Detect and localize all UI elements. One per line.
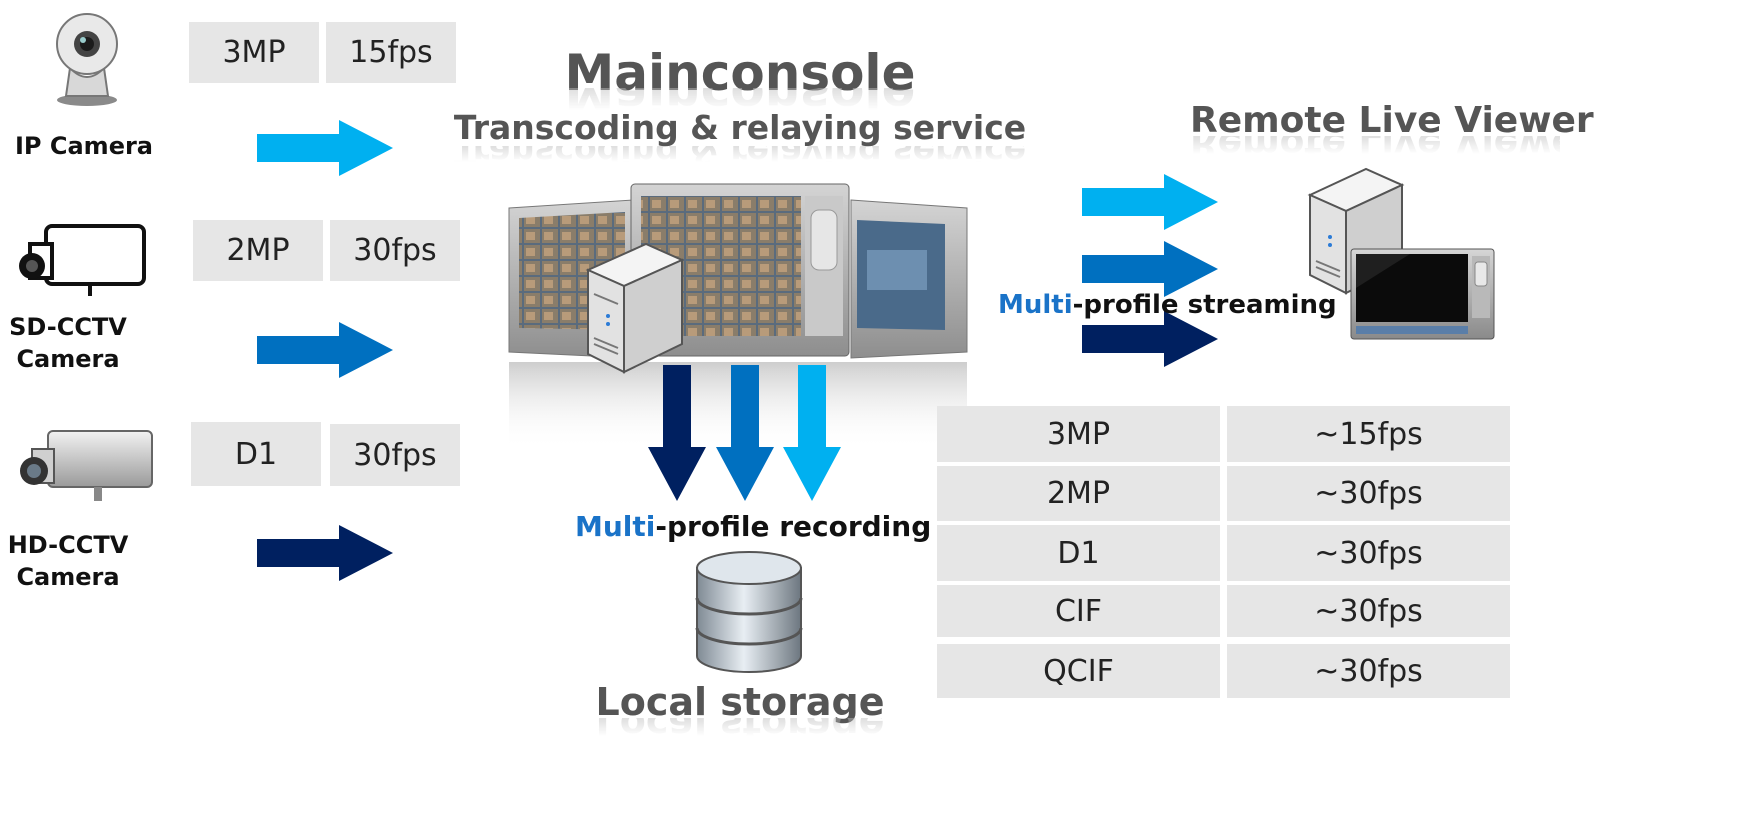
hd-cctv-camera-icon [20, 430, 153, 501]
ip-camera-resolution: 3MP [189, 22, 319, 83]
profile-fps-qcif: ~30fps [1227, 644, 1510, 698]
recording-caption-highlight: Multi [575, 510, 656, 543]
hd-cctv-arrow [257, 525, 393, 581]
streaming-caption-rest: -profile streaming [1072, 290, 1337, 320]
ip-camera-fps: 15fps [326, 22, 456, 83]
remote-viewer-monitor-icon [1350, 248, 1495, 340]
streaming-arrow-dark [1082, 311, 1218, 367]
profile-fps-d1: ~30fps [1227, 525, 1510, 581]
profile-fps-2mp: ~30fps [1227, 466, 1510, 521]
streaming-caption-highlight: Multi [998, 290, 1073, 320]
recording-caption: Multi-profile recording [575, 510, 931, 543]
profile-resolution-d1: D1 [937, 525, 1220, 581]
profile-resolution-cif: CIF [937, 585, 1220, 637]
profile-fps-3mp: ~15fps [1227, 406, 1510, 462]
ip-camera-label: IP Camera [15, 132, 153, 160]
mainconsole-title: Mainconsole [564, 44, 916, 102]
streaming-arrow-mid [1082, 241, 1218, 297]
recording-arrow-dark [648, 365, 706, 501]
sd-cctv-fps: 30fps [330, 220, 460, 281]
sd-cctv-resolution: 2MP [193, 220, 323, 281]
profile-resolution-qcif: QCIF [937, 644, 1220, 698]
sd-cctv-arrow [257, 322, 393, 378]
recording-caption-rest: -profile recording [655, 510, 932, 543]
remote-viewer-title: Remote Live Viewer [1190, 100, 1594, 141]
ip-camera-icon [56, 13, 118, 106]
profile-resolution-3mp: 3MP [937, 406, 1220, 462]
recording-arrow-mid [716, 365, 774, 501]
hd-cctv-camera-label: HD-CCTV Camera [7, 531, 129, 591]
profile-resolution-2mp: 2MP [937, 466, 1220, 521]
hd-cctv-resolution: D1 [191, 422, 321, 486]
profile-fps-cif: ~30fps [1227, 585, 1510, 637]
streaming-arrow-light [1082, 174, 1218, 230]
recording-arrow-light [783, 365, 841, 501]
database-icon [695, 551, 803, 673]
remote-viewer-title-reflection: Remote Live Viewer [1190, 136, 1560, 154]
mainconsole-subtitle-reflection: Transcoding & relaying service [440, 146, 1040, 162]
storage-title-reflection: Local storage [570, 718, 910, 736]
ip-camera-arrow [257, 120, 393, 176]
storage-title: Local storage [595, 680, 885, 724]
mainconsole-title-reflection: Mainconsole [540, 88, 940, 110]
sd-cctv-camera-label: SD-CCTV Camera [9, 313, 127, 373]
mainconsole-server-icon [585, 242, 685, 374]
mainconsole-subtitle: Transcoding & relaying service [453, 108, 1027, 147]
hd-cctv-fps: 30fps [330, 424, 460, 486]
sd-cctv-camera-icon [19, 224, 146, 296]
streaming-caption: Multi-profile streaming [998, 290, 1337, 320]
